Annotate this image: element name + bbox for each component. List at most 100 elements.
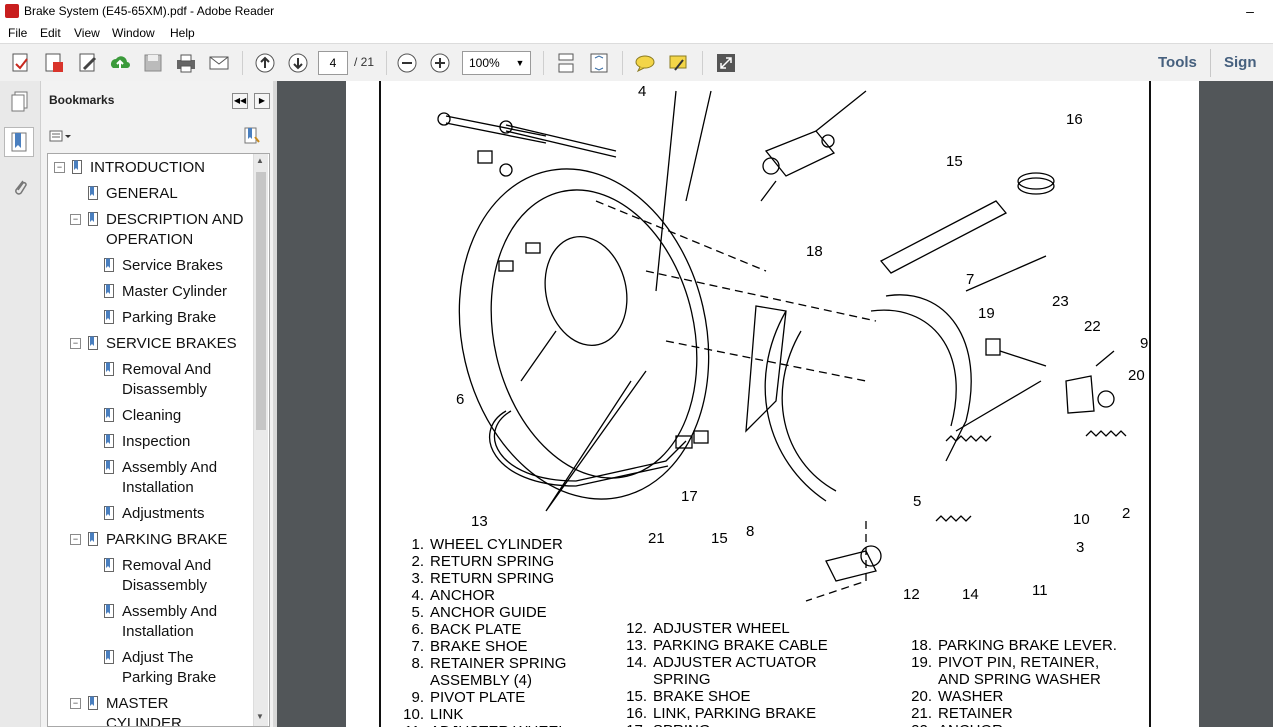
legend-text: BACK PLATE (430, 621, 522, 638)
bookmark-item[interactable]: Parking Brake (122, 309, 217, 326)
callout-18: 17 (681, 488, 698, 505)
bookmark-item[interactable]: Assembly And Installation (122, 603, 218, 640)
upload-button[interactable] (108, 51, 132, 75)
bookmark-icon (11, 132, 27, 152)
legend-entry: 14.ADJUSTER ACTUATOR (623, 654, 828, 671)
legend-text: RETAINER SPRING (430, 655, 567, 672)
bookmark-icon (104, 362, 114, 376)
scroll-down-button[interactable]: ▼ (256, 712, 264, 721)
menu-view[interactable]: View (74, 26, 100, 40)
legend-number: 10. (403, 706, 424, 723)
find-bookmark-button[interactable] (243, 127, 261, 145)
print-button[interactable] (174, 51, 198, 75)
next-page-button[interactable] (286, 51, 310, 75)
zoom-level-input[interactable]: 100% (462, 51, 516, 75)
scroll-page-icon (558, 53, 574, 73)
legend-number: 20. (911, 688, 932, 705)
menu-help[interactable]: Help (170, 26, 195, 40)
save-button[interactable] (141, 51, 165, 75)
legend-number: 21. (911, 705, 932, 722)
legend-entry: 6.BACK PLATE (400, 621, 567, 638)
bookmarks-panel-button[interactable] (4, 127, 34, 157)
legend-number: 22. (908, 722, 932, 727)
legend-entry: 20. WASHER (908, 688, 1117, 705)
page-number-input[interactable]: 4 (318, 51, 348, 75)
menu-bar: File Edit View Window Help (0, 23, 1273, 43)
zoom-out-button[interactable] (395, 51, 419, 75)
bookmark-item[interactable]: GENERAL (106, 185, 178, 202)
bookmark-item[interactable]: DESCRIPTION AND OPERATION (106, 211, 244, 248)
bookmark-item[interactable]: Master Cylinder (122, 283, 228, 300)
menu-window[interactable]: Window (112, 26, 155, 40)
bookmark-icon (88, 336, 98, 350)
bookmark-item[interactable]: Inspection (122, 433, 191, 450)
minimize-button[interactable]: – (1246, 3, 1254, 19)
comment-button[interactable] (633, 51, 657, 75)
attachments-button[interactable] (6, 173, 34, 201)
tools-button[interactable]: Tools (1158, 54, 1197, 71)
bookmark-icon (104, 650, 114, 664)
bookmark-item[interactable]: Adjust The Parking Brake (122, 649, 217, 686)
callout-9: 9 (1140, 335, 1149, 352)
fit-page-button[interactable] (587, 51, 611, 75)
bookmark-tree: ▲ ▼ − INTRODUCTION GENERAL − DESCRIPTION AND… (47, 153, 270, 727)
legend-text: ANCHOR GUIDE (430, 604, 547, 621)
legend-entry: 16.LINK, PARKING BRAKE (623, 705, 828, 722)
page-thumbnails-button[interactable] (6, 87, 34, 115)
create-pdf-button[interactable] (9, 51, 33, 75)
legend-number: 18. (911, 637, 932, 654)
previous-page-button[interactable] (253, 51, 277, 75)
arrow-down-circle-icon (288, 53, 308, 73)
panel-splitter[interactable] (273, 81, 277, 727)
callout-22: 22 (1084, 318, 1101, 335)
bookmark-item[interactable]: Assembly And Installation (122, 459, 218, 496)
bookmark-item[interactable]: SERVICE BRAKES (106, 335, 237, 352)
highlight-button[interactable] (666, 51, 690, 75)
zoom-in-button[interactable] (428, 51, 452, 75)
bookmark-item[interactable]: Removal And Disassembly (122, 557, 212, 594)
comment-bubble-icon (635, 55, 655, 73)
legend-number: 2. (411, 553, 424, 570)
scrolling-mode-button[interactable] (554, 51, 578, 75)
bookmark-toggle[interactable]: − (70, 534, 81, 545)
scroll-up-button[interactable]: ▲ (256, 156, 264, 165)
legend-entry: 13.PARKING BRAKE CABLE (623, 637, 828, 654)
menu-edit[interactable]: Edit (40, 26, 61, 40)
bookmark-item[interactable]: Adjustments (122, 505, 205, 522)
legend-text: WASHER (938, 688, 1004, 705)
legend-text: LINK, PARKING BRAKE (653, 705, 817, 722)
legend-entry: AND SPRING WASHER (908, 671, 1117, 688)
bookmark-toggle[interactable]: − (70, 698, 81, 709)
menu-file[interactable]: File (8, 26, 28, 40)
bookmark-toggle[interactable]: − (54, 162, 65, 173)
legend-text: SPRING (653, 722, 711, 727)
bookmark-item[interactable]: INTRODUCTION (90, 159, 205, 176)
sign-button[interactable]: Sign (1224, 54, 1257, 71)
legend-text: SPRING (653, 671, 711, 688)
bookmark-item[interactable]: Removal And Disassembly (122, 361, 212, 398)
bookmark-item[interactable]: Cleaning (122, 407, 182, 424)
combine-pdf-button[interactable] (42, 51, 66, 75)
fullscreen-button[interactable] (714, 51, 738, 75)
expand-panel-button[interactable]: ▶ (254, 93, 270, 109)
bookmark-item[interactable]: MASTER CYLINDER (106, 695, 182, 727)
zoom-dropdown-button[interactable]: ▼ (510, 51, 531, 75)
bookmark-options-button[interactable] (49, 129, 75, 145)
bookmark-toggle[interactable]: − (70, 214, 81, 225)
edit-pdf-button[interactable] (76, 51, 100, 75)
document-viewer[interactable]: 4 15 16 18 7 19 23 22 9 20 6 17 5 10 2 1… (277, 81, 1273, 727)
bookmark-icon (72, 160, 82, 174)
back-plate-drawing (458, 168, 710, 500)
callout-6: 6 (456, 391, 465, 408)
collapse-panel-button[interactable]: ◀◀ (232, 93, 248, 109)
bookmark-item[interactable]: Service Brakes (122, 257, 223, 274)
legend-number: 1. (411, 536, 424, 553)
callout-3: 3 (1076, 539, 1085, 556)
bookmark-item[interactable]: PARKING BRAKE (106, 531, 228, 548)
bookmark-toggle[interactable]: − (70, 338, 81, 349)
bookmark-icon (104, 460, 114, 474)
scrollbar-thumb[interactable] (256, 172, 266, 430)
email-icon (209, 56, 229, 70)
email-button[interactable] (207, 51, 231, 75)
